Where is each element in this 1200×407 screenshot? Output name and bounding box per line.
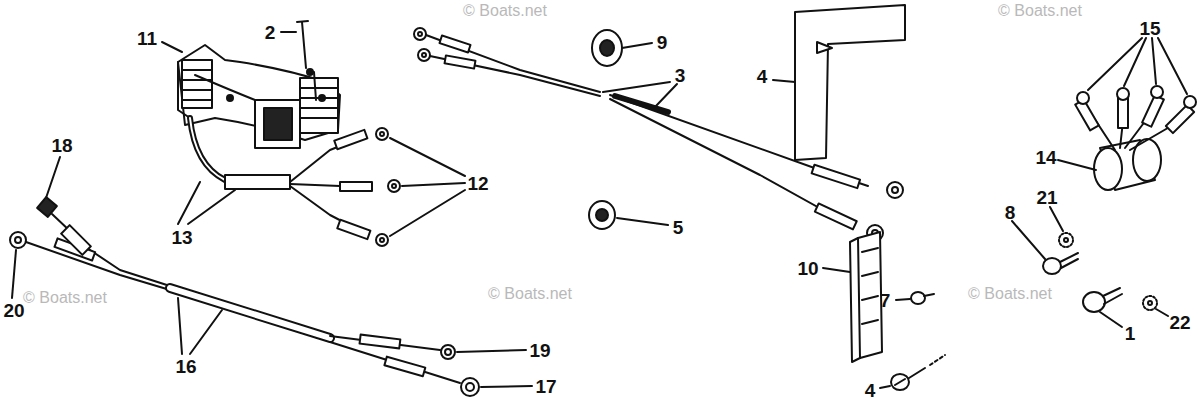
callout-number: 7 — [880, 291, 891, 310]
watermark: © Boats.net — [488, 286, 572, 302]
leader-line — [823, 268, 850, 272]
callout-number: 17 — [535, 377, 556, 396]
leader-line — [1058, 160, 1096, 170]
callout-number: 15 — [1139, 19, 1160, 38]
leader-line — [12, 250, 16, 298]
leader-line — [281, 31, 296, 33]
ignition-coil — [178, 45, 340, 148]
screw — [891, 368, 925, 390]
leader-line — [1156, 309, 1168, 316]
leader-line — [622, 43, 652, 48]
wire-harness — [414, 28, 903, 241]
leader-line — [1158, 38, 1187, 94]
callout-number: 3 — [675, 66, 686, 85]
washer — [1059, 233, 1073, 247]
bolt — [1083, 288, 1122, 312]
leader-line — [880, 386, 890, 388]
coil-leads — [190, 118, 400, 246]
callout-number: 4 — [757, 67, 768, 86]
grommet — [592, 30, 622, 66]
callout-number: 13 — [171, 228, 192, 247]
leader-line — [162, 42, 182, 52]
callout-number: 1 — [1125, 324, 1136, 343]
leader-line — [188, 190, 235, 224]
callout-number: 10 — [797, 259, 818, 278]
callout-number: 19 — [529, 341, 550, 360]
lead-harness — [10, 197, 479, 396]
leader-line — [190, 310, 222, 354]
leader-line — [1012, 221, 1045, 259]
leader-line — [402, 183, 465, 186]
leader-line — [896, 299, 910, 300]
watermark: © Boats.net — [463, 3, 547, 19]
bracket — [795, 5, 905, 160]
callout-number: 8 — [1005, 203, 1016, 222]
callout-number: 20 — [3, 301, 24, 320]
terminal-block — [850, 232, 882, 362]
leader-line — [655, 84, 677, 107]
callout-number: 12 — [467, 174, 488, 193]
leader-line — [390, 190, 465, 236]
leader-line — [773, 80, 795, 82]
watermark: © Boats.net — [968, 286, 1052, 302]
leader-line — [930, 355, 945, 365]
callout-number: 11 — [137, 29, 157, 48]
solenoid — [1075, 86, 1196, 190]
leader-line — [603, 82, 670, 92]
callout-number: 16 — [175, 357, 196, 376]
leader-line — [390, 138, 465, 176]
leader-line — [481, 386, 532, 387]
callout-number: 18 — [51, 136, 72, 155]
leader-line — [617, 218, 668, 225]
grommet — [589, 201, 615, 229]
callout-number: 22 — [1169, 313, 1190, 332]
leader-line — [457, 350, 526, 352]
leader-line — [1050, 207, 1063, 231]
callout-number: 14 — [1035, 148, 1056, 167]
leader-line — [1152, 38, 1156, 84]
callout-number: 5 — [673, 218, 684, 237]
callout-number: 9 — [657, 33, 668, 52]
leader-line — [178, 298, 182, 354]
watermark: © Boats.net — [998, 3, 1082, 19]
bolt — [1043, 253, 1078, 274]
leader-line — [1100, 312, 1122, 327]
screw — [911, 292, 934, 304]
callout-number: 21 — [1036, 188, 1057, 207]
leader-line — [46, 157, 60, 198]
screw — [297, 21, 316, 100]
leader-line — [1124, 38, 1146, 86]
watermark: © Boats.net — [23, 290, 107, 306]
washer — [1143, 296, 1157, 310]
callout-number: 2 — [265, 23, 276, 42]
callout-number: 4 — [865, 381, 876, 400]
